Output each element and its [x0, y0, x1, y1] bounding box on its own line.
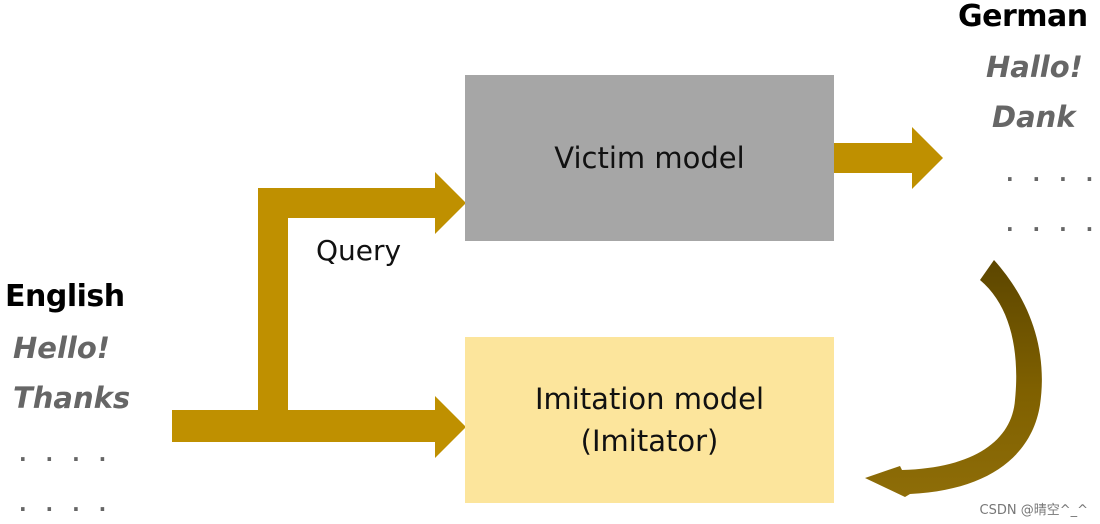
german-word-dank: Dank	[992, 100, 1076, 134]
feedback-arrow	[865, 260, 1042, 497]
german-ellipsis-1: . . . .	[1006, 162, 1100, 186]
query-arrow	[172, 172, 466, 458]
watermark: CSDN @晴空^_^	[979, 503, 1088, 518]
output-arrow	[834, 127, 943, 189]
german-word-hallo: Hallo!	[986, 50, 1083, 84]
english-title: English	[5, 279, 125, 314]
english-ellipsis-2: . . . .	[19, 492, 113, 516]
imitation-model-label: Imitation model	[534, 381, 765, 416]
english-word-hello: Hello!	[13, 331, 110, 365]
query-label: Query	[316, 234, 402, 267]
german-title: German	[958, 0, 1088, 34]
english-ellipsis-1: . . . .	[19, 442, 113, 466]
victim-model-box: Victim model	[465, 75, 834, 241]
german-ellipsis-2: . . . .	[1006, 212, 1100, 236]
imitator-label: (Imitator)	[580, 424, 719, 458]
imitation-model-box: Imitation model (Imitator)	[465, 337, 834, 503]
victim-model-label: Victim model	[554, 140, 745, 175]
english-word-thanks: Thanks	[13, 381, 131, 415]
